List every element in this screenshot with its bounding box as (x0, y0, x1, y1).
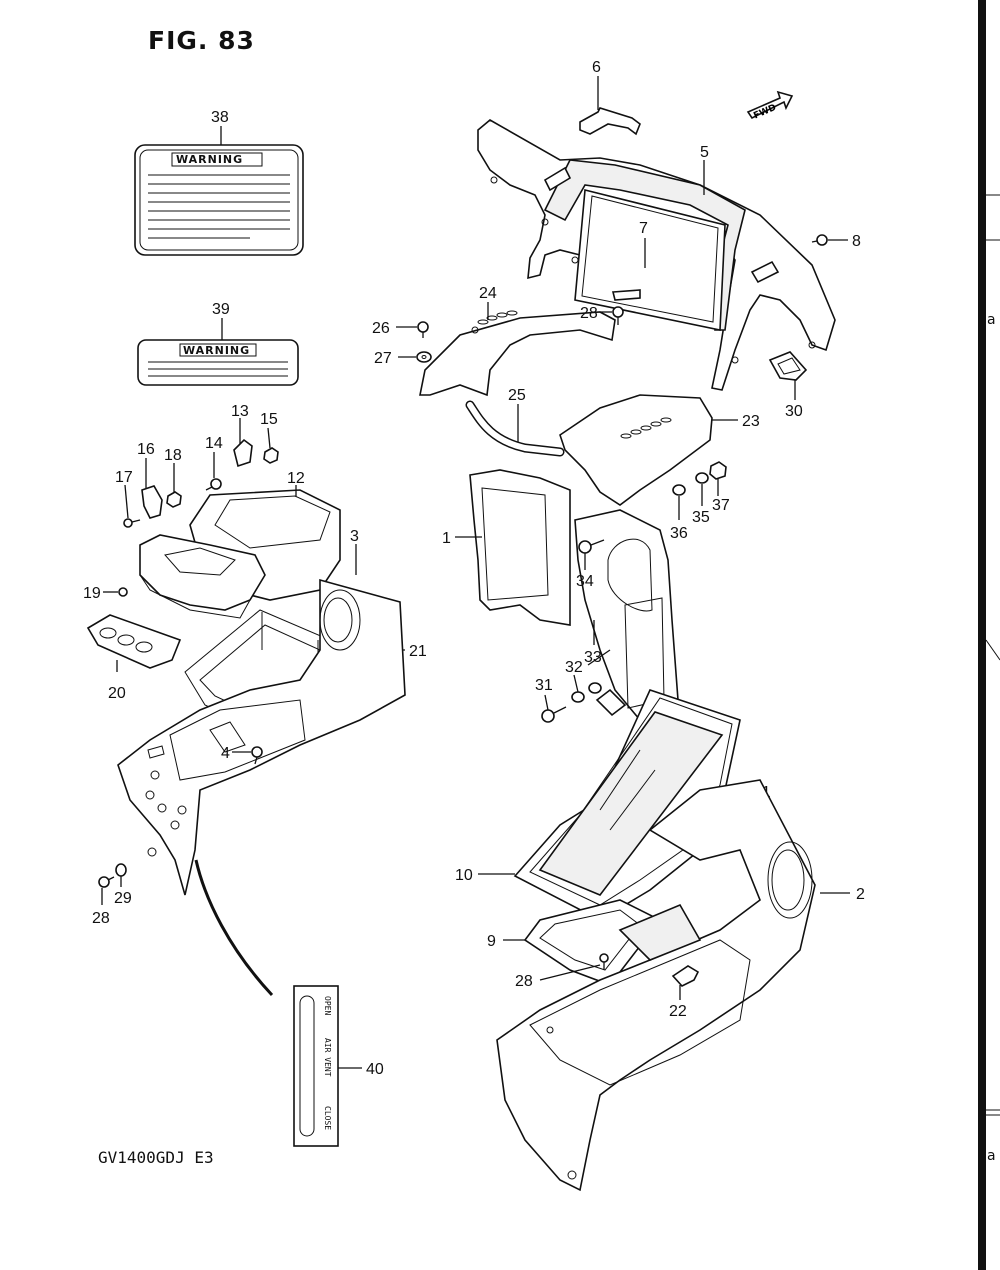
fwd-label: FWD (752, 103, 778, 122)
part-3-lower-shell (117, 578, 406, 896)
callout-28-left: 28 (92, 910, 110, 927)
callout-37: 37 (712, 497, 730, 514)
callout-2: 2 (856, 886, 865, 903)
part-10-lid (513, 688, 741, 921)
callout-31: 31 (535, 677, 553, 694)
callout-28-upper: 28 (580, 305, 598, 322)
callout-26: 26 (372, 320, 390, 337)
callout-4: 4 (221, 745, 230, 762)
part-13-latch (233, 438, 253, 468)
callout-12: 12 (287, 470, 305, 487)
edge-fragment: a (987, 1148, 996, 1164)
callout-16: 16 (137, 441, 155, 458)
callout-21: 21 (409, 643, 427, 660)
vent-open-text: OPEN (323, 996, 332, 1015)
vent-air-text: AIR VENT (323, 1038, 332, 1077)
part-5-upper-cowl (477, 119, 836, 391)
callout-20: 20 (108, 685, 126, 702)
part-14-screw (205, 478, 222, 491)
part-30-knob (768, 351, 808, 381)
callout-6: 6 (592, 59, 601, 76)
part-24-inner-panel (419, 310, 616, 397)
part-25-hose (465, 400, 565, 457)
callout-3: 3 (350, 528, 359, 545)
callout-27: 27 (374, 350, 392, 367)
part-6-bracket (579, 107, 641, 136)
part-28-screw-right (599, 953, 609, 970)
part-36-washer (672, 484, 686, 496)
callout-9: 9 (487, 933, 496, 950)
callout-18: 18 (164, 447, 182, 464)
model-code: GV1400GDJ E3 (98, 1148, 214, 1167)
callout-36: 36 (670, 525, 688, 542)
callout-7: 7 (639, 220, 648, 237)
vent-cable (194, 859, 274, 997)
callout-17: 17 (115, 469, 133, 486)
callout-28-right: 28 (515, 973, 533, 990)
part-28-screw-left (98, 876, 115, 888)
callout-8: 8 (852, 233, 861, 250)
callout-30: 30 (785, 403, 803, 420)
callout-35: 35 (692, 509, 710, 526)
part-2-lower-shell (496, 779, 816, 1192)
part-4-screw (251, 746, 263, 765)
page-edge-strip: a a (978, 0, 1000, 1270)
part-39-warning-label: WARNING (137, 339, 299, 386)
part-40-air-vent-plate: OPEN AIR VENT CLOSE (293, 985, 339, 1147)
part-26-screw (417, 321, 429, 338)
part-23-side-cover (559, 394, 713, 506)
callout-38: 38 (211, 109, 229, 126)
part-22-clip (671, 965, 700, 987)
part-32-washer (571, 682, 602, 703)
part-35-washer (695, 472, 709, 484)
part-8-screw (811, 234, 828, 246)
part-18-nut (166, 491, 182, 508)
callout-19: 19 (83, 585, 101, 602)
part-37-nut (709, 461, 727, 480)
callout-23: 23 (742, 413, 760, 430)
callout-34: 34 (576, 573, 594, 590)
callout-25: 25 (508, 387, 526, 404)
callout-5: 5 (700, 144, 709, 161)
callout-1: 1 (442, 530, 451, 547)
vent-close-text: CLOSE (323, 1106, 332, 1130)
part-17-screw (123, 518, 141, 528)
callout-22: 22 (669, 1003, 687, 1020)
callout-14: 14 (205, 435, 223, 452)
warning-small-text: WARNING (183, 344, 250, 357)
glove-box-body (139, 534, 266, 619)
part-20-tray (86, 614, 182, 669)
callout-33: 33 (584, 649, 602, 666)
part-28-screw-upper (612, 306, 624, 325)
warning-large-text: WARNING (176, 153, 243, 166)
part-27-washer (416, 351, 432, 363)
callout-15: 15 (260, 411, 278, 428)
figure-title: FIG. 83 (148, 26, 255, 55)
part-1-inner-liner (469, 469, 571, 626)
callout-39: 39 (212, 301, 230, 318)
part-19-screw (118, 587, 128, 597)
fwd-arrow-icon: FWD (746, 90, 794, 122)
callout-10: 10 (455, 867, 473, 884)
callout-13: 13 (231, 403, 249, 420)
part-29-washer (115, 863, 127, 877)
callout-32: 32 (565, 659, 583, 676)
part-31-bolt (541, 706, 567, 723)
callout-40: 40 (366, 1061, 384, 1078)
part-16-clip (141, 485, 163, 519)
part-15-nut (263, 447, 279, 464)
callout-29: 29 (114, 890, 132, 907)
part-38-warning-label: WARNING (134, 144, 304, 256)
edge-fragment: a (987, 312, 996, 328)
callout-24: 24 (479, 285, 497, 302)
